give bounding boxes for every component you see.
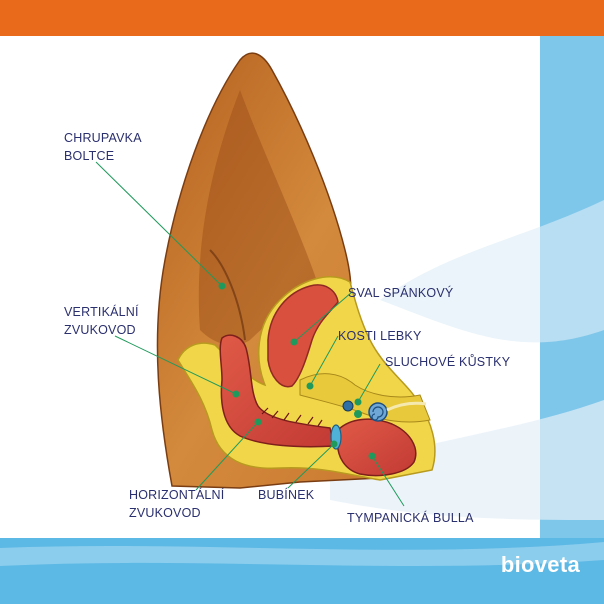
leader-lines (95, 161, 405, 507)
auditory-nerve (386, 401, 427, 412)
label-horizontalni-line1: HORIZONTÁLNÍ (129, 488, 225, 502)
ossicle (342, 400, 354, 412)
bioveta-logo: bioveta (500, 552, 580, 577)
cochlea (368, 402, 388, 422)
label-kosti-lebky: KOSTI LEBKY (338, 329, 422, 343)
pinna-fold (209, 249, 246, 341)
label-vertikalni-line2: ZVUKOVOD (64, 323, 136, 337)
footer-highlight (0, 542, 604, 567)
label-tympanicka-bulla: TYMPANICKÁ BULLA (347, 511, 474, 525)
leader-sval (293, 291, 353, 343)
leader-dot-tympanicka (368, 452, 376, 460)
label-vertikalni-zvukovod: VERTIKÁLNÍ ZVUKOVOD (64, 303, 139, 339)
label-sluchove-kustky: SLUCHOVÉ KŮSTKY (385, 355, 511, 369)
label-chrupavka-boltce: CHRUPAVKA BOLTCE (64, 129, 142, 165)
leader-tympanicka (371, 455, 405, 507)
label-horizontalni-zvukovod: HORIZONTÁLNÍ ZVUKOVOD (129, 486, 224, 522)
leader-dot-bubinek (330, 440, 338, 448)
label-chrupavka-line2: BOLTCE (64, 149, 115, 163)
leader-chrupavka (95, 161, 223, 287)
leader-bubinek (287, 443, 335, 489)
label-horizontalni-line2: ZVUKOVOD (129, 506, 201, 520)
label-chrupavka-line1: CHRUPAVKA (64, 131, 142, 145)
top-orange-bar (0, 0, 604, 36)
leader-horizontalni (195, 421, 259, 491)
label-sval-spankovy: SVAL SPÁNKOVÝ (348, 286, 454, 300)
background-wave (380, 200, 604, 343)
leader-sluchove (357, 363, 381, 403)
leader-kosti (309, 335, 339, 387)
label-vertikalni-line1: VERTIKÁLNÍ (64, 305, 139, 319)
label-bubinek: BUBÍNEK (258, 488, 315, 502)
canal-hair (261, 407, 323, 427)
leader-dot-kosti (306, 382, 314, 390)
ossicle-green (354, 410, 362, 418)
leader-dot-horizontalni (254, 418, 262, 426)
cochlea-spiral (371, 406, 384, 421)
background-wave-lower (330, 400, 604, 520)
leader-dot-sluchove (354, 398, 362, 406)
leader-dot-vertikalni (232, 390, 240, 398)
leader-dot-sval (290, 338, 298, 346)
temporal-muscle (267, 284, 339, 388)
leader-dot-chrupavka (218, 282, 226, 290)
leader-vertikalni (114, 335, 237, 395)
skull-bone (299, 373, 431, 423)
